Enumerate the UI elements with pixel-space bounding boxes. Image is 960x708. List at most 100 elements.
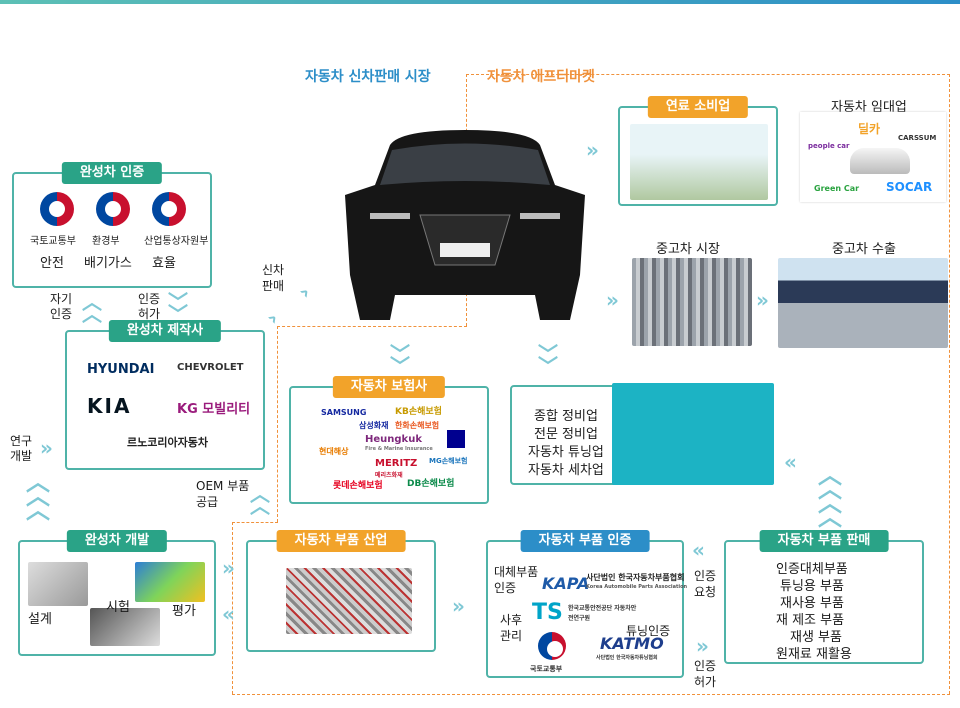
up-arrow-icon: ︿︿	[82, 290, 102, 326]
aftermarket-boundary	[466, 74, 950, 75]
rental-logo: SOCAR	[886, 180, 933, 194]
cert-area: 안전	[40, 256, 64, 271]
manufacturers-box: 완성차 제작사 HYUNDAI CHEVROLET KIA KG 모빌리티 르노…	[65, 320, 265, 470]
insurer-logo: SAMSUNG	[321, 408, 367, 417]
hyundai-logo: HYUNDAI	[87, 362, 155, 377]
parts-cert-label: 튜닝인증	[626, 624, 671, 638]
right-arrow-icon: »	[696, 634, 709, 658]
diag-arrow-icon: ›	[260, 306, 284, 330]
insurer-logo: MERITZ	[375, 458, 418, 469]
right-arrow-icon: »	[452, 594, 465, 618]
cert-request-label: 인증 요청	[694, 569, 717, 599]
left-arrow-icon: «	[222, 602, 235, 626]
parts-image	[286, 568, 412, 634]
katmo-org-name: 사단법인 한국자동차튜닝협회	[596, 655, 658, 661]
insurance-box: 자동차 보험사 SAMSUNG KB손해보험 삼성화재 한화손해보험 Heung…	[289, 376, 489, 504]
aftermarket-boundary	[949, 74, 950, 694]
rental-logo: people car	[808, 142, 850, 150]
box-header: 완성차 제작사	[108, 320, 222, 342]
cert-permit-label: 인증 허가	[138, 292, 161, 321]
car-sim-image	[135, 562, 205, 602]
aftermarket-label: 자동차 애프터마켓	[487, 69, 595, 85]
molit-label: 국토교통부	[530, 665, 563, 673]
parts-sale-item: 재 제조 부품	[776, 613, 845, 628]
kg-mobility-logo: KG 모빌리티	[177, 402, 251, 417]
rental-title: 자동차 임대업	[831, 100, 907, 115]
insurer-logo: 메리츠화재	[375, 472, 403, 479]
parts-certification-box: 자동차 부품 인증 대체부품 인증 KAPA 사단법인 한국자동차부품협회 Ko…	[486, 530, 688, 678]
aftermarket-boundary	[232, 694, 950, 695]
rental-logo: 딜카	[858, 122, 881, 136]
aftermarket-boundary	[277, 326, 467, 327]
box-header: 자동차 보험사	[332, 376, 446, 398]
vehicle-development-box: 완성차 개발 설계 시험 평가	[18, 530, 216, 656]
box-header: 자동차 부품 판매	[759, 530, 889, 552]
repair-item: 자동차 세차업	[528, 463, 604, 478]
govt-seal-icon	[152, 192, 186, 226]
insurer-logo: Heungkuk	[365, 434, 422, 445]
parts-cert-label: 대체부품 인증	[494, 565, 539, 595]
new-sale-label: 신차 판매	[262, 263, 285, 293]
dev-step: 설계	[28, 612, 52, 627]
right-arrow-icon: »	[40, 436, 53, 460]
left-arrow-icon: «	[784, 450, 797, 474]
parts-industry-box: 자동차 부품 산업	[246, 530, 436, 652]
top-border	[0, 0, 960, 4]
used-export-image	[778, 258, 948, 348]
rental-logo: CARSSUM	[898, 134, 937, 142]
down-arrow-icon: ﹀﹀	[390, 342, 410, 378]
repair-item: 자동차 튜닝업	[528, 445, 604, 460]
axa-logo-icon	[447, 430, 465, 448]
car-frame-image	[28, 562, 88, 606]
kapa-org-name-en: Korea Automobile Parts Association	[586, 584, 688, 590]
aftermarket-boundary	[232, 522, 278, 523]
parts-sale-item: 재사용 부품	[780, 596, 844, 611]
govt-seal-icon	[538, 632, 566, 660]
fuel-business-box: 연료 소비업	[618, 96, 778, 206]
rental-logos-panel: people car 딜카 CARSSUM Green Car SOCAR	[800, 112, 946, 202]
box-header: 자동차 부품 산업	[276, 530, 406, 552]
kapa-org-name: 사단법인 한국자동차부품협회	[586, 573, 685, 582]
govt-seal-icon	[96, 192, 130, 226]
parts-cert-label: 사후 관리	[500, 613, 523, 643]
rental-logo: Green Car	[814, 184, 860, 193]
car-image	[330, 125, 600, 325]
cert-area: 효율	[152, 256, 176, 271]
parts-sale-item: 인증대체부품	[776, 562, 848, 577]
self-cert-label: 자기 인증	[50, 292, 73, 321]
parts-sale-item: 튜닝용 부품	[780, 579, 844, 594]
ts-logo: TS	[532, 600, 563, 625]
down-arrow-icon: ﹀﹀	[168, 290, 188, 326]
used-market-title: 중고차 시장	[656, 242, 720, 257]
chevrolet-logo: CHEVROLET	[177, 362, 244, 373]
aftermarket-boundary	[277, 326, 278, 522]
renault-korea-logo: 르노코리아자동차	[127, 436, 208, 449]
up-arrow-icon: ︿︿︿	[26, 468, 50, 524]
parts-sale-item: 재생 부품	[790, 630, 842, 645]
parts-sale-item: 원재료 재활용	[776, 647, 852, 662]
agency-label: 산업통상자원부	[144, 236, 209, 247]
dev-step: 시험	[106, 600, 130, 615]
vehicle-certification-box: 완성차 인증 국토교통부 환경부 산업통상자원부 안전 배기가스 효율	[12, 162, 212, 288]
katmo-logo: KATMO	[600, 634, 664, 653]
repair-services-box: 종합 정비업 전문 정비업 자동차 튜닝업 자동차 세차업	[510, 383, 774, 485]
agency-label: 국토교통부	[30, 236, 76, 247]
rnd-label: 연구 개발	[10, 434, 33, 463]
insurer-logo: 롯데손해보험	[333, 481, 383, 491]
right-arrow-icon: »	[606, 288, 619, 312]
insurer-logo: 한화손해보험	[395, 421, 440, 430]
insurer-logo: MG손해보험	[429, 457, 468, 465]
rental-car-image	[850, 148, 910, 174]
insurer-logo: KB손해보험	[395, 407, 442, 417]
cert-area: 배기가스	[84, 256, 132, 271]
govt-seal-icon	[40, 192, 74, 226]
box-header: 완성차 개발	[66, 530, 168, 552]
oem-label: OEM 부품공급	[196, 479, 250, 509]
parts-sales-box: 자동차 부품 판매 인증대체부품 튜닝용 부품 재사용 부품 재 제조 부품 재…	[724, 530, 924, 664]
aftermarket-boundary	[232, 522, 233, 694]
up-arrow-icon: ︿︿︿︿	[818, 461, 842, 531]
used-export-title: 중고차 수출	[832, 242, 896, 257]
right-arrow-icon: »	[756, 288, 769, 312]
kia-logo: KIA	[87, 394, 132, 418]
insurer-logo: Fire & Marine Insurance	[365, 446, 433, 452]
